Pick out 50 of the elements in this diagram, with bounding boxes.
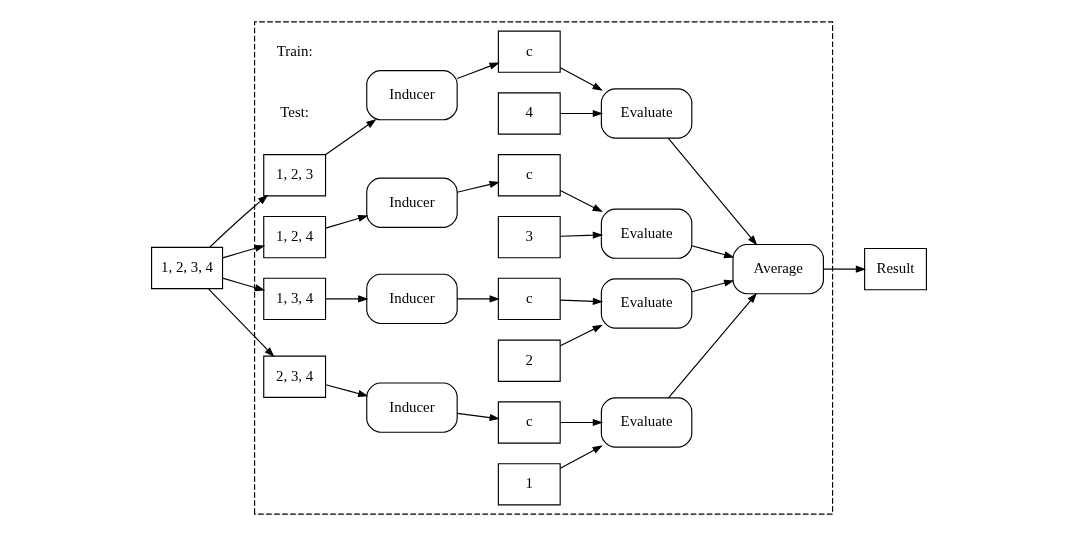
node-box: c <box>497 30 561 73</box>
arrow <box>559 418 604 427</box>
node-box: 3 <box>497 215 561 259</box>
node-box: Average <box>732 243 824 295</box>
node-box: c <box>497 154 561 197</box>
node-box: 2, 3, 4 <box>263 355 327 398</box>
arrow <box>691 279 735 293</box>
node-box: 1, 3, 4 <box>263 277 327 321</box>
arrow <box>209 194 269 248</box>
arrow <box>222 277 266 292</box>
arrow <box>456 295 500 303</box>
arrow <box>667 292 757 399</box>
node-box: 4 <box>497 92 561 135</box>
node-box: 1 <box>497 463 561 506</box>
arrow <box>456 180 500 193</box>
arrow <box>222 244 266 259</box>
arrow <box>456 62 500 80</box>
arrow <box>822 265 867 273</box>
node-box: Inducer <box>366 382 458 433</box>
label: Train: <box>276 42 313 59</box>
node-box: c <box>497 401 561 444</box>
arrow <box>325 214 369 229</box>
arrow <box>559 189 603 213</box>
arrow <box>559 109 604 118</box>
node-box: Inducer <box>366 70 458 121</box>
arrow <box>691 245 735 259</box>
node-box: 1, 2, 3 <box>263 154 327 197</box>
arrow <box>559 445 603 469</box>
node-box: c <box>497 277 561 321</box>
node-box: Inducer <box>366 273 458 325</box>
arrow <box>559 297 604 305</box>
node-box: Evaluate <box>600 88 693 139</box>
arrow <box>456 412 500 422</box>
arrow <box>559 231 604 239</box>
arrow <box>559 324 603 347</box>
node-box: Evaluate <box>600 208 693 259</box>
node-box: 1, 2, 3, 4 <box>151 246 224 290</box>
arrow <box>667 137 758 246</box>
arrow <box>325 295 369 303</box>
arrow <box>324 119 377 156</box>
node-box: Result <box>864 247 927 291</box>
node-box: 2 <box>497 339 561 382</box>
arrow <box>559 67 603 91</box>
node-box: Evaluate <box>600 397 693 448</box>
arrow <box>207 288 275 358</box>
node-box: Evaluate <box>600 278 693 329</box>
node-box: 1, 2, 4 <box>263 215 327 259</box>
arrow <box>325 384 369 398</box>
label: Test: <box>280 104 309 121</box>
node-box: Inducer <box>366 177 458 228</box>
